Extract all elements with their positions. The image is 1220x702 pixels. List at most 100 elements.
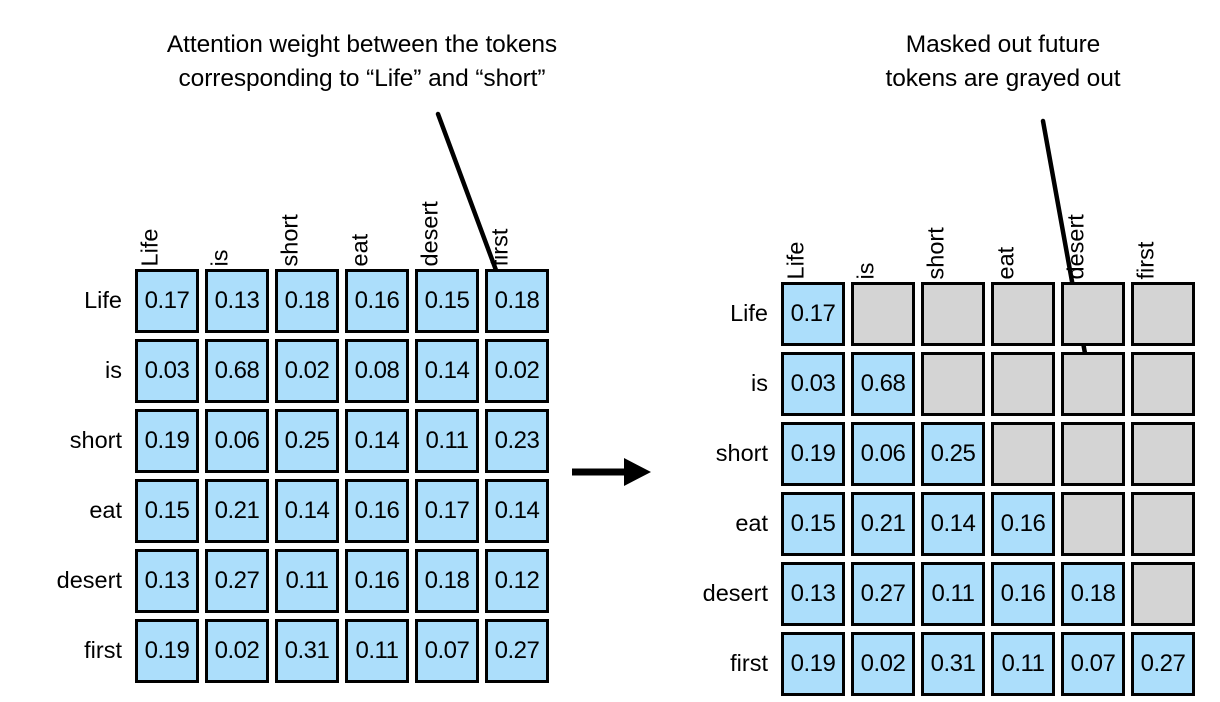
matrix-cell[interactable]: 0.13 bbox=[781, 562, 845, 626]
matrix-cell[interactable]: 0.19 bbox=[135, 409, 199, 473]
matrix-cell[interactable]: 0.13 bbox=[205, 269, 269, 333]
matrix-cell[interactable]: 0.19 bbox=[781, 422, 845, 486]
right-panel-caption: Masked out future tokens are grayed out bbox=[885, 31, 1121, 92]
matrix-cell[interactable]: 0.18 bbox=[485, 269, 549, 333]
column-header-label: is bbox=[206, 249, 233, 266]
matrix-cell[interactable]: 0.27 bbox=[851, 562, 915, 626]
matrix-cell[interactable]: 0.13 bbox=[135, 549, 199, 613]
matrix-cell[interactable]: 0.11 bbox=[991, 632, 1055, 696]
matrix-cell[interactable]: 0.15 bbox=[781, 492, 845, 556]
column-header-is: is bbox=[205, 170, 275, 266]
column-header-label: Life bbox=[136, 228, 163, 266]
matrix-cell[interactable]: 0.27 bbox=[1131, 632, 1195, 696]
matrix-cell-masked[interactable] bbox=[1131, 492, 1195, 556]
matrix-cell[interactable]: 0.31 bbox=[921, 632, 985, 696]
matrix-cell[interactable]: 0.14 bbox=[485, 479, 549, 543]
matrix-cell[interactable]: 0.02 bbox=[275, 339, 339, 403]
matrix-cell[interactable]: 0.16 bbox=[345, 269, 409, 333]
column-header-life: Life bbox=[781, 183, 851, 279]
matrix-cell[interactable]: 0.11 bbox=[345, 619, 409, 683]
matrix-cell[interactable]: 0.23 bbox=[485, 409, 549, 473]
matrix-cell[interactable]: 0.31 bbox=[275, 619, 339, 683]
column-header-desert: desert bbox=[415, 170, 485, 266]
matrix-cell-masked[interactable] bbox=[1131, 352, 1195, 416]
matrix-cell-value: 0.11 bbox=[285, 567, 329, 594]
row-label-eat: eat bbox=[735, 510, 768, 537]
matrix-cell[interactable]: 0.18 bbox=[275, 269, 339, 333]
matrix-cell-masked[interactable] bbox=[991, 352, 1055, 416]
matrix-cell[interactable]: 0.25 bbox=[921, 422, 985, 486]
column-header-short: short bbox=[921, 183, 991, 279]
matrix-cell-value: 0.12 bbox=[494, 567, 540, 594]
matrix-cell[interactable]: 0.19 bbox=[781, 632, 845, 696]
matrix-cell-value: 0.17 bbox=[790, 300, 836, 327]
matrix-cell[interactable]: 0.12 bbox=[485, 549, 549, 613]
matrix-cell-masked[interactable] bbox=[921, 282, 985, 346]
column-header-first: first bbox=[1131, 183, 1201, 279]
matrix-cell[interactable]: 0.14 bbox=[345, 409, 409, 473]
matrix-cell[interactable]: 0.17 bbox=[415, 479, 479, 543]
matrix-cell[interactable]: 0.27 bbox=[485, 619, 549, 683]
matrix-cell[interactable]: 0.02 bbox=[851, 632, 915, 696]
matrix-cell[interactable]: 0.16 bbox=[991, 562, 1055, 626]
matrix-cell-value: 0.06 bbox=[860, 440, 906, 467]
matrix-cell[interactable]: 0.03 bbox=[135, 339, 199, 403]
column-header-label: first bbox=[1132, 241, 1159, 279]
matrix-cell[interactable]: 0.08 bbox=[345, 339, 409, 403]
matrix-cell[interactable]: 0.11 bbox=[921, 562, 985, 626]
matrix-cell-value: 0.25 bbox=[284, 427, 330, 454]
matrix-cell[interactable]: 0.19 bbox=[135, 619, 199, 683]
matrix-cell-masked[interactable] bbox=[1061, 492, 1125, 556]
matrix-cell[interactable]: 0.17 bbox=[135, 269, 199, 333]
matrix-cell-masked[interactable] bbox=[1131, 282, 1195, 346]
matrix-cell-value: 0.27 bbox=[860, 580, 906, 607]
matrix-cell[interactable]: 0.16 bbox=[991, 492, 1055, 556]
matrix-cell[interactable]: 0.06 bbox=[205, 409, 269, 473]
matrix-cell-masked[interactable] bbox=[1131, 422, 1195, 486]
matrix-cell[interactable]: 0.21 bbox=[851, 492, 915, 556]
matrix-cell[interactable]: 0.11 bbox=[275, 549, 339, 613]
matrix-cell[interactable]: 0.06 bbox=[851, 422, 915, 486]
matrix-cell[interactable]: 0.16 bbox=[345, 549, 409, 613]
matrix-cell-masked[interactable] bbox=[991, 422, 1055, 486]
row-label-short: short bbox=[715, 440, 768, 467]
matrix-cell[interactable]: 0.14 bbox=[275, 479, 339, 543]
matrix-cell[interactable]: 0.03 bbox=[781, 352, 845, 416]
matrix-cell[interactable]: 0.11 bbox=[415, 409, 479, 473]
matrix-cell[interactable]: 0.25 bbox=[275, 409, 339, 473]
matrix-cell[interactable]: 0.17 bbox=[781, 282, 845, 346]
matrix-cell[interactable]: 0.07 bbox=[415, 619, 479, 683]
row-label-is: is bbox=[751, 370, 768, 397]
matrix-cell[interactable]: 0.27 bbox=[205, 549, 269, 613]
matrix-cell-masked[interactable] bbox=[1131, 562, 1195, 626]
matrix-cell-value: 0.23 bbox=[494, 427, 540, 454]
column-header-label: short bbox=[922, 226, 949, 279]
column-header-eat: eat bbox=[345, 170, 415, 266]
matrix-cell[interactable]: 0.02 bbox=[205, 619, 269, 683]
matrix-cell-masked[interactable] bbox=[991, 282, 1055, 346]
matrix-cell[interactable]: 0.18 bbox=[1061, 562, 1125, 626]
matrix-cell[interactable]: 0.68 bbox=[205, 339, 269, 403]
matrix-cell[interactable]: 0.15 bbox=[135, 479, 199, 543]
matrix-cell-masked[interactable] bbox=[1061, 422, 1125, 486]
matrix-cell-masked[interactable] bbox=[1061, 282, 1125, 346]
column-header-label: is bbox=[852, 262, 879, 279]
matrix-cell-masked[interactable] bbox=[851, 282, 915, 346]
matrix-cell[interactable]: 0.68 bbox=[851, 352, 915, 416]
matrix-cell[interactable]: 0.07 bbox=[1061, 632, 1125, 696]
matrix-cell-masked[interactable] bbox=[921, 352, 985, 416]
matrix-cell[interactable]: 0.21 bbox=[205, 479, 269, 543]
matrix-cell-masked[interactable] bbox=[1061, 352, 1125, 416]
matrix-cell-value: 0.18 bbox=[494, 287, 540, 314]
matrix-cell[interactable]: 0.14 bbox=[921, 492, 985, 556]
matrix-cell[interactable]: 0.16 bbox=[345, 479, 409, 543]
column-header-label: eat bbox=[992, 246, 1019, 279]
matrix-cell[interactable]: 0.18 bbox=[415, 549, 479, 613]
matrix-cell[interactable]: 0.15 bbox=[415, 269, 479, 333]
matrix-cell[interactable]: 0.02 bbox=[485, 339, 549, 403]
matrix-cell[interactable]: 0.14 bbox=[415, 339, 479, 403]
